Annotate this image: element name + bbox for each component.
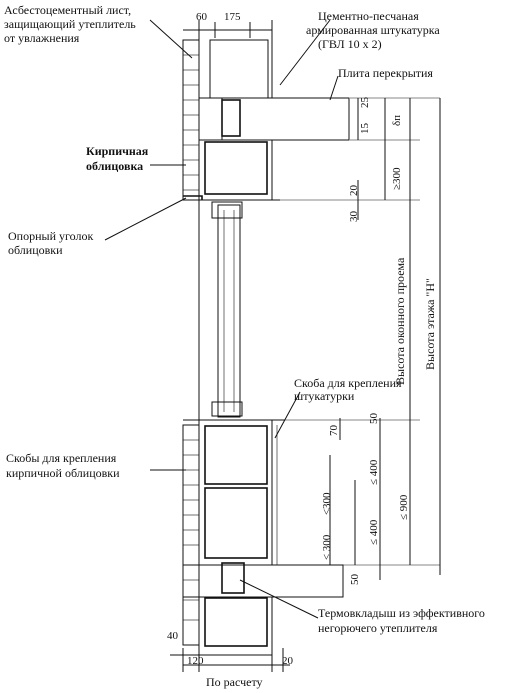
dim-300-b: ≤300 — [321, 492, 333, 515]
dim-300-c: ≤ 300 — [321, 534, 333, 560]
bracket-plaster-label-line2: штукатурки — [294, 389, 355, 403]
dim-20-bottom: 20 — [282, 655, 294, 667]
dim-30: 30 — [348, 211, 360, 223]
dim-70: 70 — [328, 425, 340, 437]
brick-cladding-label-line2: облицовка — [86, 159, 143, 173]
floor-slab-top — [198, 97, 350, 141]
dim-25: 25 — [359, 97, 371, 109]
dim-50-bottom: 50 — [349, 574, 361, 586]
window-frame — [183, 199, 285, 421]
window-height-label: Высота оконного проема — [393, 257, 407, 385]
thermal-insert-label-line2: негорючего утеплителя — [318, 621, 438, 635]
plaster-label-line1: Цементно-песчаная — [318, 9, 419, 23]
dim-15: 15 — [359, 123, 371, 135]
asbestos-label-line1: Асбестоцементный лист, — [4, 3, 131, 17]
asbestos-label-line3: от увлажнения — [4, 31, 80, 45]
by-calculation-label: По расчету — [206, 675, 263, 689]
leader-lines — [104, 19, 339, 619]
brick-cladding-label-line1: Кирпичная — [86, 144, 149, 158]
thermal-insert-top — [221, 99, 241, 137]
dim-120: 120 — [187, 655, 204, 667]
wall-outline — [198, 20, 278, 660]
top-dimension-lines — [183, 22, 272, 38]
dim-900: ≤ 900 — [398, 494, 410, 520]
bracket-plaster-label-line1: Скоба для крепления — [294, 376, 402, 390]
right-dimension-lines — [270, 97, 441, 580]
plaster-label-line3: (ГВЛ 10 х 2) — [318, 37, 382, 51]
dim-400-b: ≤ 400 — [368, 519, 380, 545]
dim-delta-p: δп — [391, 115, 403, 126]
dim-top-175: 175 — [224, 11, 241, 23]
dim-top-60: 60 — [196, 11, 208, 23]
floor-height-label: Высота этажа "Н" — [423, 278, 437, 370]
floor-slab-bottom — [182, 564, 344, 598]
brackets-brick-label-line1: Скобы для крепления — [6, 451, 117, 465]
slab-label: Плита перекрытия — [338, 66, 433, 80]
support-angle-label-line1: Опорный уголок — [8, 229, 93, 243]
brick-cladding-column — [182, 39, 200, 646]
dim-40: 40 — [167, 630, 179, 642]
brackets-brick-label-line2: кирпичной облицовки — [6, 466, 120, 480]
dim-50-top: 50 — [368, 413, 380, 425]
thermal-insert-label-line1: Термовкладыш из эффективного — [318, 606, 485, 620]
dim-400-a: ≤ 400 — [368, 459, 380, 485]
dim-20: 20 — [348, 185, 360, 197]
bottom-dimension-lines — [170, 648, 290, 672]
insulation-blocks — [204, 39, 269, 647]
asbestos-label-line2: защищающий утеплитель — [4, 17, 136, 31]
plaster-label-line2: армированная штукатурка — [306, 23, 440, 37]
support-angle — [183, 195, 203, 200]
support-angle-label-line2: облицовки — [8, 243, 63, 257]
thermal-insert-bottom — [221, 562, 245, 594]
dim-300: ≥300 — [391, 167, 403, 190]
right-dimension-values: 25 15 δп ≥300 20 30 70 50 ≤ 400 ≤ 900 ≤3… — [321, 97, 437, 586]
